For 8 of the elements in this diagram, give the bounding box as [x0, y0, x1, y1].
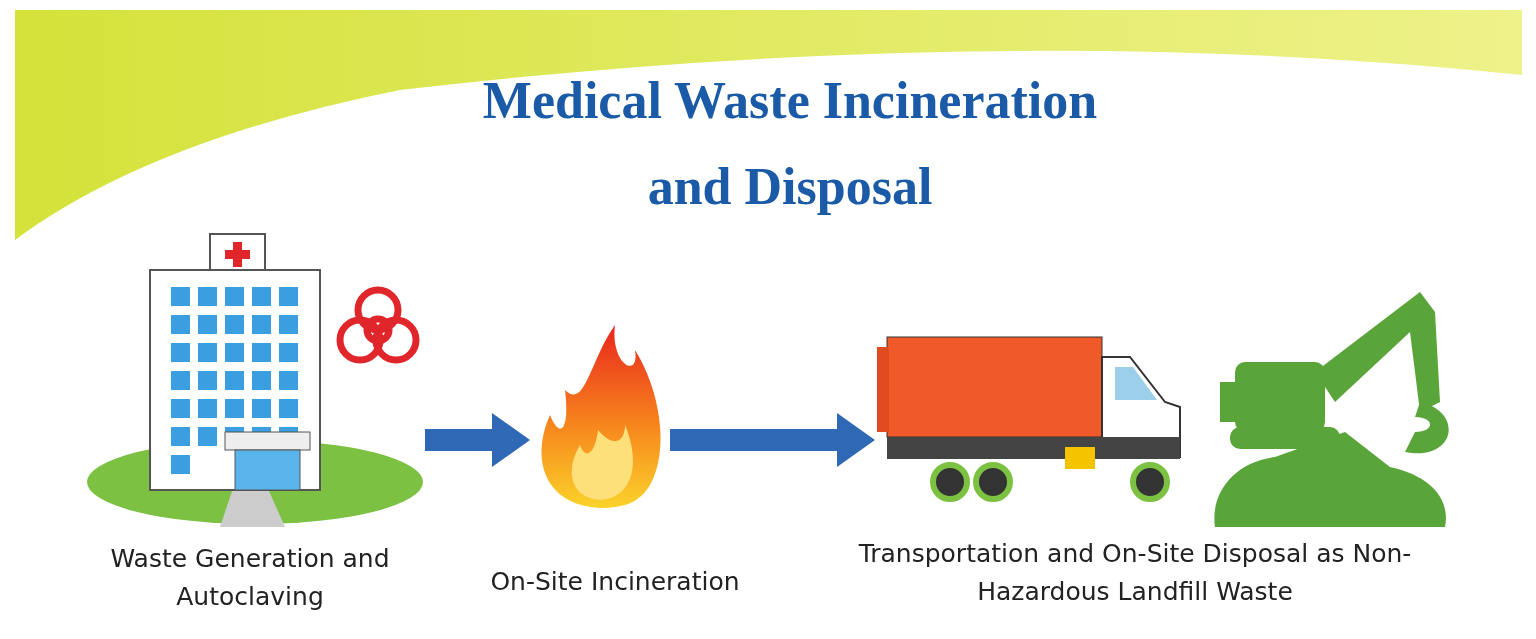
arrow — [425, 413, 530, 467]
node-label: Transportation and On-Site Disposal as Non-Hazardous Landfill Waste — [857, 538, 1413, 608]
node-label: Waste Generation and Autoclaving — [109, 543, 391, 613]
node-label: On-Site Incineration — [489, 566, 741, 598]
garbage-truck-and-excavator-drawing — [875, 292, 1450, 527]
arrow — [670, 413, 875, 467]
title: Medical Waste Incineration and Disposal — [481, 71, 1099, 217]
hospital-drawing — [85, 232, 425, 528]
